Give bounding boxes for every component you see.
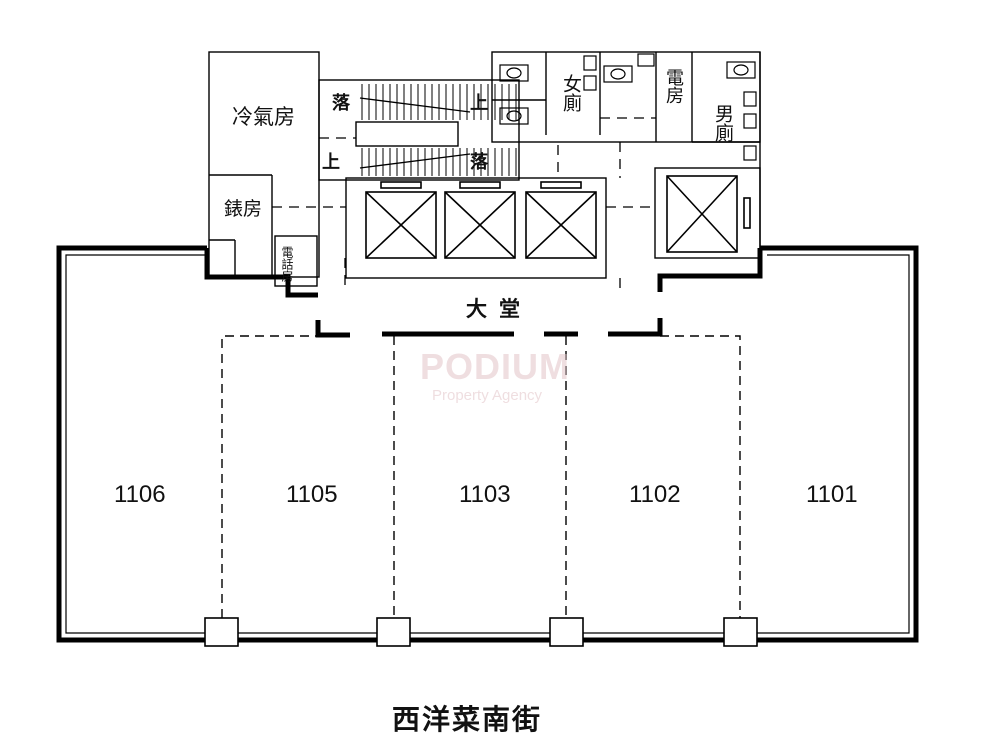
column: [549, 617, 584, 647]
toilet-icon: [603, 65, 633, 83]
core-walls: [208, 51, 761, 287]
column: [204, 617, 239, 647]
room-label-phone-room: 電話房: [280, 246, 294, 282]
column: [723, 617, 758, 647]
room-label-meter-room: 錶房: [224, 198, 263, 220]
room-label-lobby: 大堂: [466, 296, 532, 321]
room-label-electric-room: 電房: [663, 68, 684, 104]
unit-label-1102: 1102: [629, 481, 681, 508]
unit-label-1103: 1103: [459, 481, 511, 508]
stair-label-up: 上: [470, 93, 488, 114]
lift-cars: [365, 175, 751, 259]
room-label-ladies-toilet: 女廁: [560, 74, 582, 112]
lobby-walls: [315, 318, 663, 338]
toilet-icon: [726, 61, 756, 79]
unit-label-1105: 1105: [286, 481, 338, 508]
basin-icon: [583, 55, 597, 91]
stair-label-up: 上: [322, 152, 340, 173]
urinal-icon: [743, 91, 757, 161]
unit-label-1106: 1106: [114, 481, 166, 508]
room-label-gents-toilet: 男廁: [712, 104, 734, 142]
toilet-icon: [499, 64, 529, 82]
basin-icon: [637, 53, 655, 67]
room-label-ac-room: 冷氣房: [232, 105, 295, 129]
stair-label-down: 落: [332, 93, 350, 114]
stair-label-down: 落: [470, 152, 488, 173]
street-name: 西洋菜南街: [392, 703, 543, 736]
lift-car-2: [444, 181, 516, 259]
lift-car-3: [525, 181, 597, 259]
watermark-brand: PODIUM: [420, 346, 570, 387]
toilet-icon: [499, 107, 529, 125]
unit-partitions: [221, 335, 741, 618]
sanitary-fixtures: [499, 53, 757, 161]
lift-car-1: [365, 181, 437, 259]
column: [376, 617, 411, 647]
columns: [204, 617, 758, 647]
lift-car-4: [666, 175, 751, 253]
unit-label-1101: 1101: [806, 481, 858, 508]
core-dashed-lines: [272, 117, 656, 290]
stair-treads: [359, 84, 517, 176]
watermark-tagline: Property Agency: [432, 387, 543, 404]
